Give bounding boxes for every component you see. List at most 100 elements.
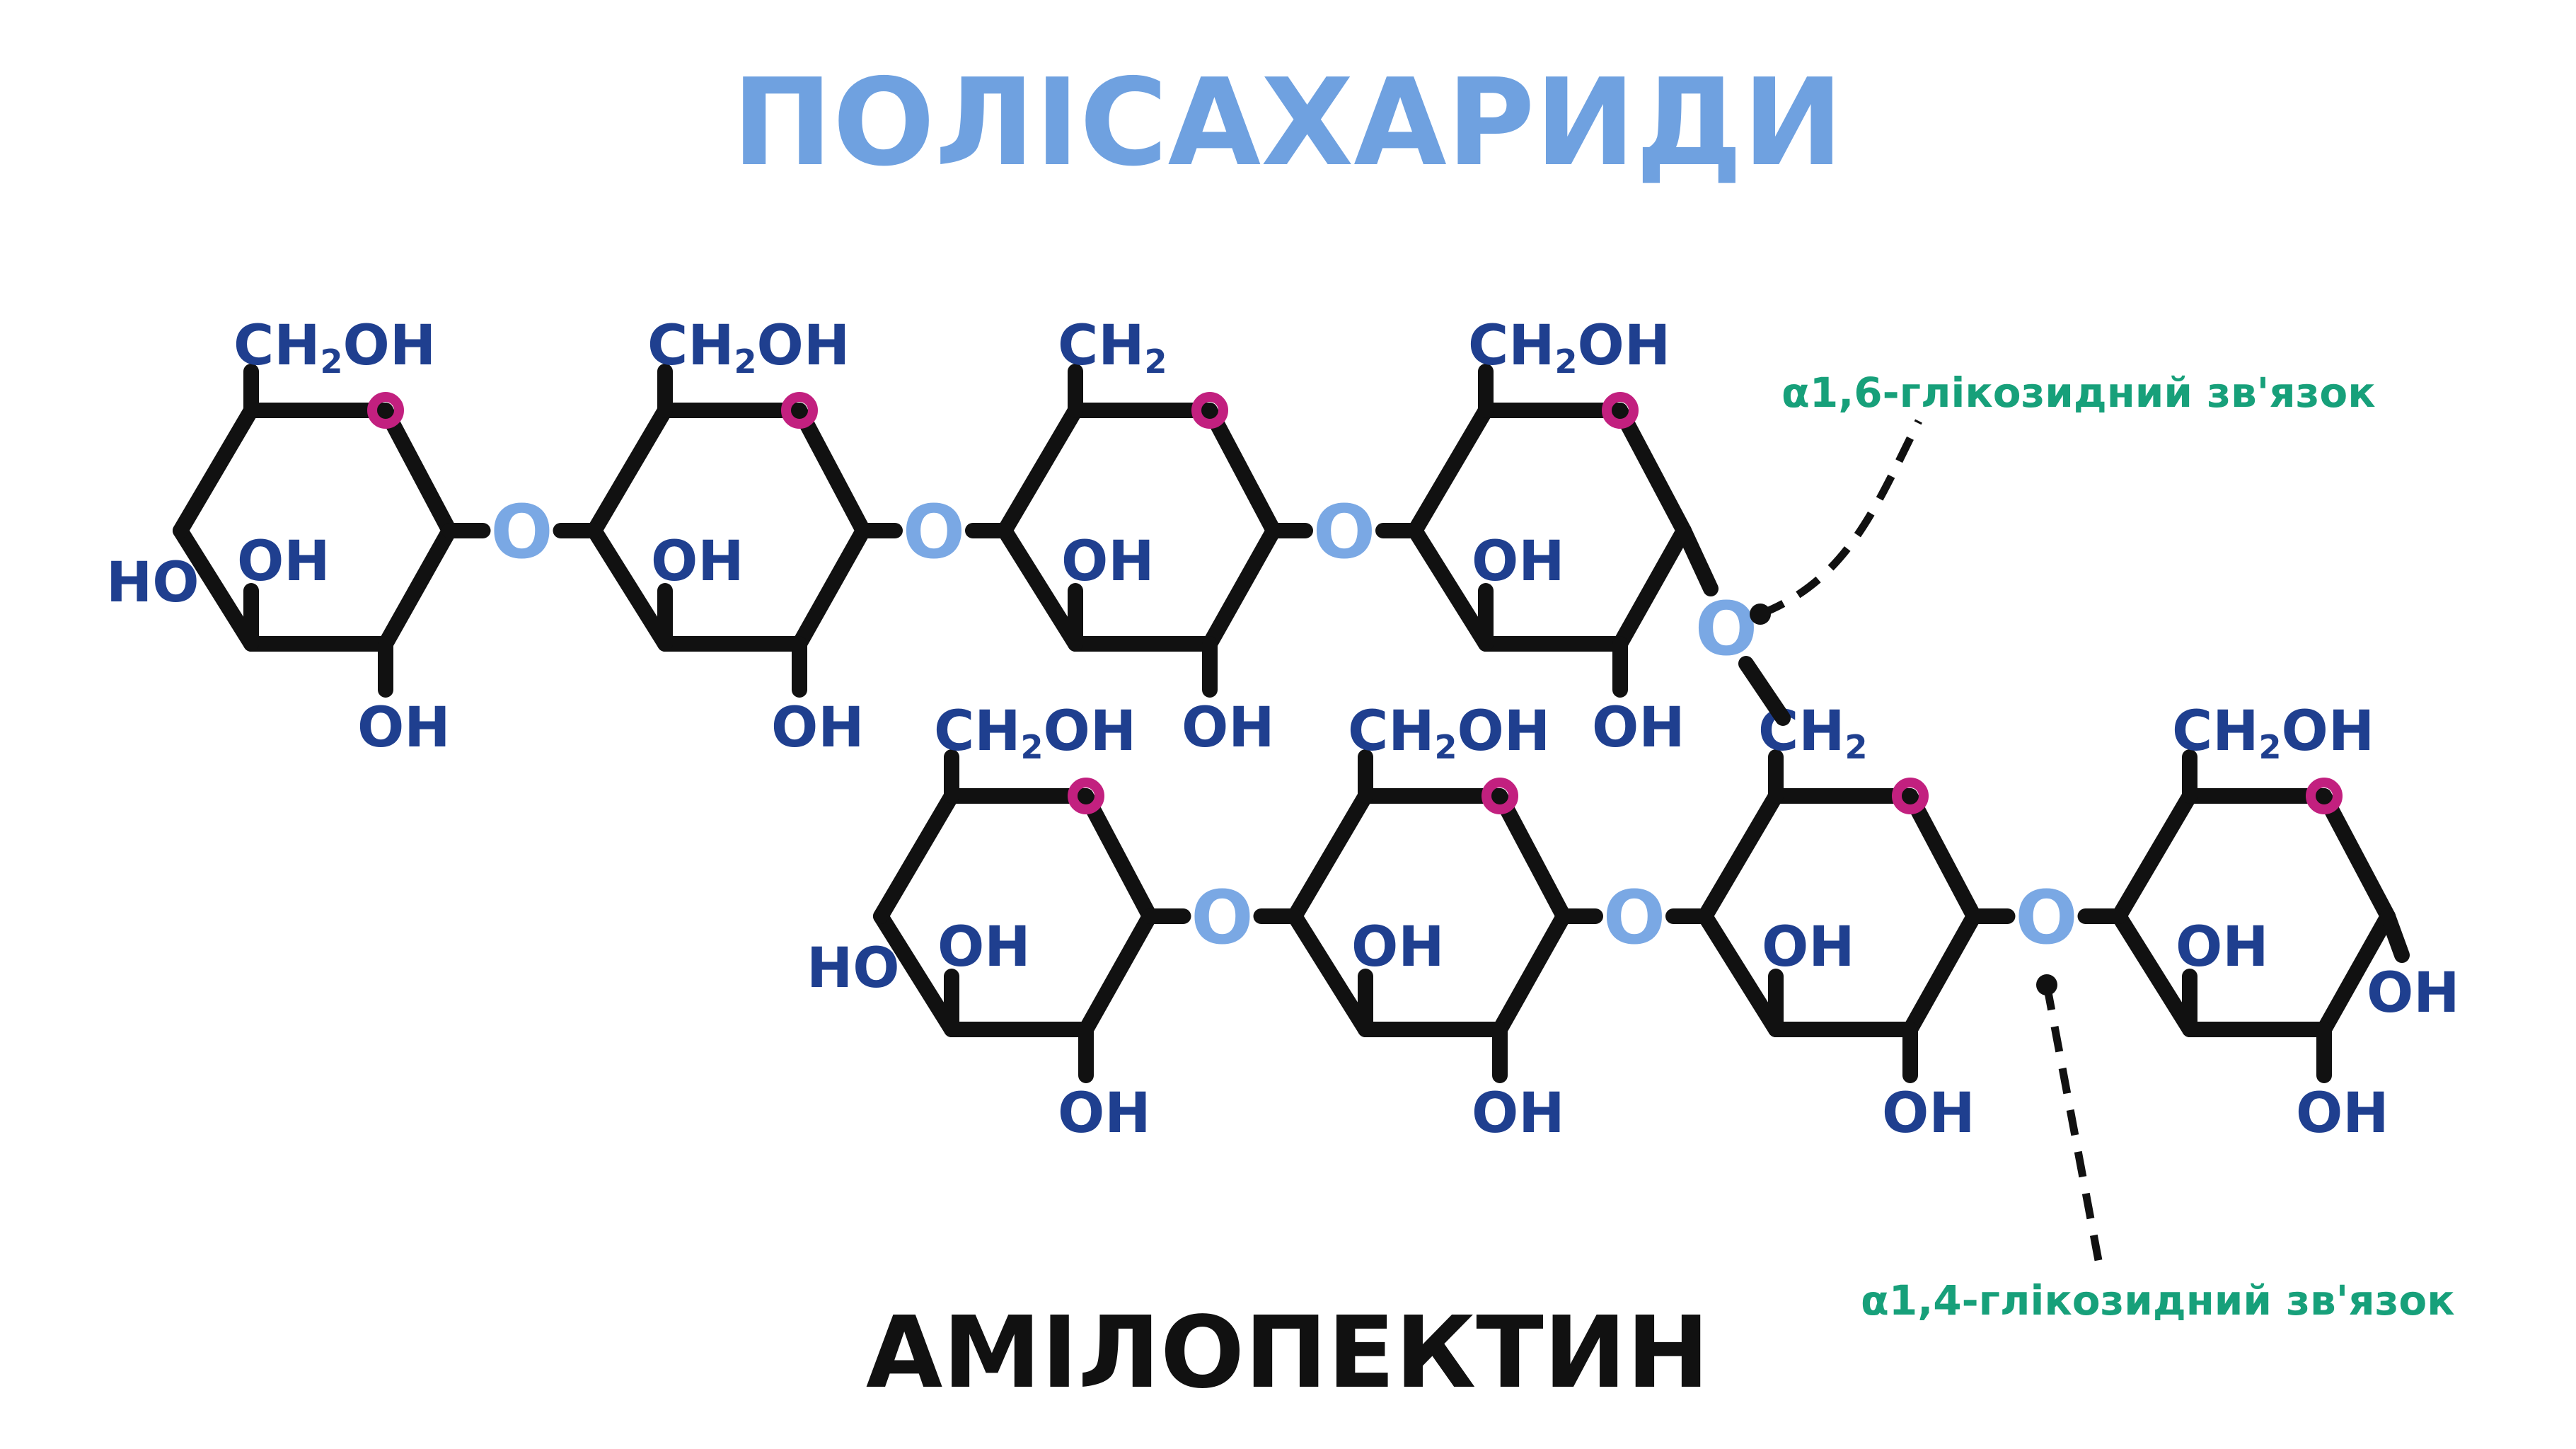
ring-bond [2111, 788, 2197, 924]
ring-bond [1902, 788, 1982, 924]
branch-bond [1676, 523, 1719, 596]
ring-oxygen-marker [1602, 392, 1639, 429]
ring-bond [1697, 788, 1784, 924]
glycosidic-bridge-t1: O [855, 489, 1012, 575]
alpha14-annotation: α1,4-глікозидний зв'язок [1861, 974, 2455, 1324]
alpha16-label: α1,6-глікозидний зв'язок [1781, 369, 2376, 417]
oh-label: OH [1472, 530, 1565, 594]
ring-bond [378, 403, 457, 538]
ho-label: HO [106, 551, 200, 615]
ring-bond [1492, 788, 1571, 924]
ch2oh-label: CH2OH [1468, 314, 1670, 381]
alpha14-leader-line [2043, 983, 2104, 1269]
ho-label: HO [807, 937, 900, 1000]
ring-bond [587, 523, 673, 652]
ring-bond [1612, 403, 1692, 538]
ring-bond [997, 403, 1083, 538]
glucose-ring-t2: CH2OH OH [997, 314, 1281, 760]
ring-bond [1407, 523, 1494, 652]
bridge-oxygen: O [490, 489, 553, 575]
oh-label: OH [2296, 1082, 2389, 1145]
oh-label: OH [1058, 1082, 1151, 1145]
ring-bond [873, 788, 959, 924]
bridge-oxygen: O [1603, 874, 1665, 961]
c1-oh-bond [2380, 908, 2410, 963]
bridge-oxygen: O [1313, 489, 1375, 575]
ch2oh-label: CH2OH [1348, 700, 1550, 766]
ring-bond [1202, 403, 1281, 538]
ring-bond [792, 403, 871, 538]
alpha16-branch: O [1676, 523, 1791, 726]
ring-bond [1902, 908, 1982, 1037]
oh-label: OH [1351, 916, 1445, 979]
diagram-title: ПОЛІСАХАРИДИ [732, 53, 1844, 193]
glucose-ring-b1: CH2OH OH OH [1287, 700, 1571, 1145]
ring-oxygen-marker [1191, 392, 1228, 429]
oh-label: OH [1762, 916, 1855, 979]
ch2oh-label: CH2OH [647, 314, 850, 381]
bridge-oxygen: O [2015, 874, 2077, 961]
glycosidic-bridge-b2: O [1966, 874, 2127, 961]
oh-label: OH [1882, 1082, 1975, 1145]
glucose-ring-t0: CH2OH OH OH HO [106, 314, 457, 760]
ring-oxygen-marker [1892, 778, 1929, 814]
ring-bond [1612, 523, 1692, 652]
ring-bond [2316, 908, 2396, 1037]
ring-bond [587, 403, 673, 538]
ring-bond [1492, 908, 1571, 1037]
ring-bond [2316, 788, 2396, 924]
alpha16-annotation: α1,6-глікозидний зв'язок [1750, 369, 2376, 625]
ring-bond [997, 523, 1083, 652]
oh-label: OH [771, 696, 865, 760]
ring-bond [1078, 788, 1157, 924]
ch2oh-label: CH2OH [233, 314, 436, 381]
oh-label: OH [2176, 916, 2269, 979]
oh-label: OH [1061, 530, 1155, 594]
ch2oh-label: CH2OH [934, 700, 1136, 766]
bridge-oxygen: O [903, 489, 965, 575]
glycosidic-bridge-t0: O [441, 489, 602, 575]
ring-oxygen-marker [781, 392, 818, 429]
glycosidic-bridge-b1: O [1556, 874, 1713, 961]
ch2oh-label: CH2OH [2172, 700, 2374, 766]
oh-label: OH [2367, 962, 2460, 1025]
ring-bond [1202, 523, 1281, 652]
oh-label: OH [1472, 1082, 1565, 1145]
ring-oxygen-marker [367, 392, 404, 429]
glycosidic-bridge-b0: O [1142, 874, 1303, 961]
ring-bond [1287, 788, 1373, 924]
alpha16-leader-dot [1750, 604, 1771, 625]
ring-bond [1697, 908, 1784, 1037]
alpha16-leader-line [1758, 419, 1922, 618]
ring-bond [792, 523, 871, 652]
ring-bond [173, 523, 259, 652]
glycosidic-bridge-t2: O [1266, 489, 1423, 575]
ring-bond [873, 908, 959, 1037]
oh-label: OH [1182, 696, 1275, 760]
ring-oxygen-marker [2306, 778, 2343, 814]
glucose-ring-t3: CH2OH OH OH [1407, 314, 1692, 760]
ring-bond [1407, 403, 1494, 538]
glucose-ring-b3: CH2OH OH OH OH [2111, 700, 2460, 1145]
glucose-ring-t1: CH2OH OH OH [587, 314, 871, 760]
branch-bond [1738, 656, 1791, 726]
ring-bond [2111, 908, 2197, 1037]
oh-label: OH [237, 530, 330, 594]
ring-oxygen-marker [1068, 778, 1104, 814]
bridge-oxygen: O [1191, 874, 1253, 961]
glucose-ring-b0: CH2OH OH OH HO [807, 700, 1157, 1145]
ch2-label: CH2 [1058, 314, 1167, 381]
alpha14-label: α1,4-глікозидний зв'язок [1861, 1276, 2455, 1324]
oh-label: OH [937, 916, 1031, 979]
oh-label: OH [357, 696, 451, 760]
ring-bond [378, 523, 457, 652]
oh-label: OH [1592, 696, 1685, 760]
ring-bond [173, 403, 259, 538]
ring-oxygen-marker [1482, 778, 1518, 814]
ring-bond [1287, 908, 1373, 1037]
oh-label: OH [651, 530, 744, 594]
ring-bond [1078, 908, 1157, 1037]
